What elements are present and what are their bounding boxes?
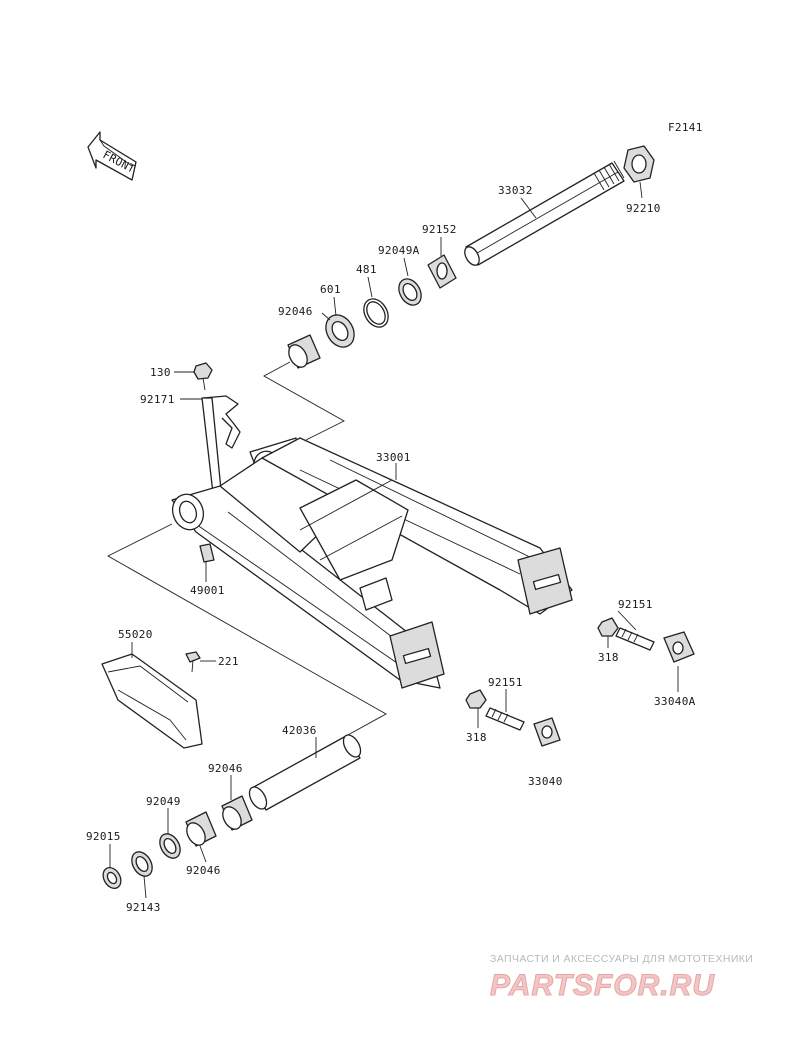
watermark-brand-logo: PARTSFOR.RU — [490, 969, 715, 1002]
adjuster-plate-mid-icon — [533, 717, 561, 747]
adjuster-bolt-right-icon — [615, 627, 655, 651]
label-92151-right: 92151 — [618, 598, 653, 611]
label-92152: 92152 — [422, 223, 457, 236]
label-33040: 33040 — [528, 775, 563, 788]
label-33001: 33001 — [376, 451, 411, 464]
label-318-right: 318 — [598, 651, 619, 664]
label-33032: 33032 — [498, 184, 533, 197]
label-92046-bottom: 92046 — [186, 864, 221, 877]
label-92046-top: 92046 — [278, 305, 313, 318]
needle-bearing-mid-icon — [221, 795, 253, 831]
bolt-130-icon — [193, 362, 213, 391]
seal-92049a-icon — [398, 278, 422, 306]
label-130: 130 — [150, 366, 171, 379]
label-92151-mid: 92151 — [488, 676, 523, 689]
label-601: 601 — [320, 283, 341, 296]
label-318-mid: 318 — [466, 731, 487, 744]
cap-92015-icon — [102, 867, 122, 889]
pivot-nut-icon — [623, 145, 655, 183]
label-221: 221 — [218, 655, 239, 668]
nut-318-right-icon — [597, 617, 619, 637]
label-92015: 92015 — [86, 830, 121, 843]
screw-221-icon — [185, 651, 201, 673]
part-labels: 33032 92210 92152 92049A 481 601 92046 1… — [86, 184, 696, 914]
chain-guide-icon — [101, 653, 203, 749]
watermark-tagline: ЗАПЧАСТИ И АКСЕССУАРЫ ДЛЯ МОТОТЕХНИКИ — [490, 953, 753, 965]
needle-bearing-top-icon — [287, 334, 321, 369]
label-49001: 49001 — [190, 584, 225, 597]
label-33040a: 33040A — [654, 695, 696, 708]
needle-bearing-bottom-icon — [185, 811, 217, 847]
nut-318-mid-icon — [465, 689, 487, 709]
front-arrow-icon: FRONT — [87, 131, 137, 181]
label-92049: 92049 — [146, 795, 181, 808]
grease-fitting-icon — [199, 543, 215, 563]
collar-92143-icon — [131, 851, 153, 877]
label-55020: 55020 — [118, 628, 153, 641]
diagram-ref: F2141 — [668, 121, 703, 134]
adjuster-bolt-mid-icon — [485, 707, 525, 731]
circlip-icon — [363, 298, 389, 328]
label-92171: 92171 — [140, 393, 175, 406]
sleeve-42036-icon — [248, 734, 362, 811]
label-92046-mid: 92046 — [208, 762, 243, 775]
adjuster-plate-right-icon — [663, 631, 695, 663]
guide-line-top — [263, 361, 345, 441]
label-481: 481 — [356, 263, 377, 276]
leader-lines — [109, 181, 679, 899]
label-42036: 42036 — [282, 724, 317, 737]
guide-line-bottom — [107, 523, 387, 737]
seal-92049-icon — [159, 833, 181, 859]
collar-plate-icon — [427, 254, 457, 289]
pivot-shaft-icon — [464, 160, 625, 266]
ball-bearing-icon — [325, 314, 355, 348]
swingarm-icon — [171, 437, 573, 689]
label-92143: 92143 — [126, 901, 161, 914]
label-92049a: 92049A — [378, 244, 420, 257]
watermark: ЗАПЧАСТИ И АКСЕССУАРЫ ДЛЯ МОТОТЕХНИКИ PA… — [490, 953, 753, 1003]
label-92210: 92210 — [626, 202, 661, 215]
